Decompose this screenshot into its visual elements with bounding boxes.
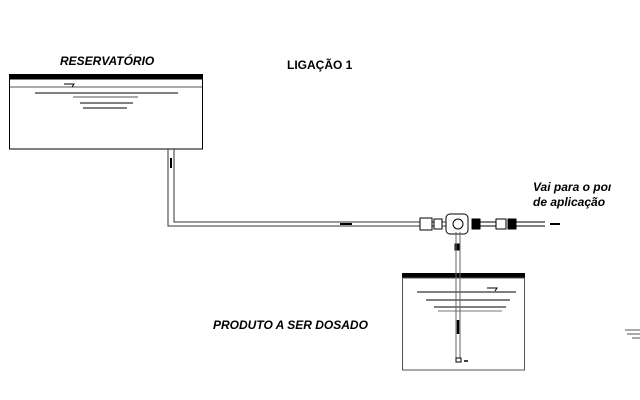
product-tank (402, 232, 525, 371)
legend-mark (625, 329, 640, 339)
destination-label-line2: de aplicação (533, 195, 606, 209)
connection-title: LIGAÇÃO 1 (287, 58, 353, 72)
reservoir-tank (9, 74, 203, 150)
reservoir-label: RESERVATÓRIO (60, 54, 155, 68)
suction-pipe (167, 149, 455, 227)
dosing-valve (419, 213, 560, 251)
destination-label-line1: Vai para o poı (533, 180, 612, 194)
product-label: PRODUTO A SER DOSADO (213, 318, 368, 332)
